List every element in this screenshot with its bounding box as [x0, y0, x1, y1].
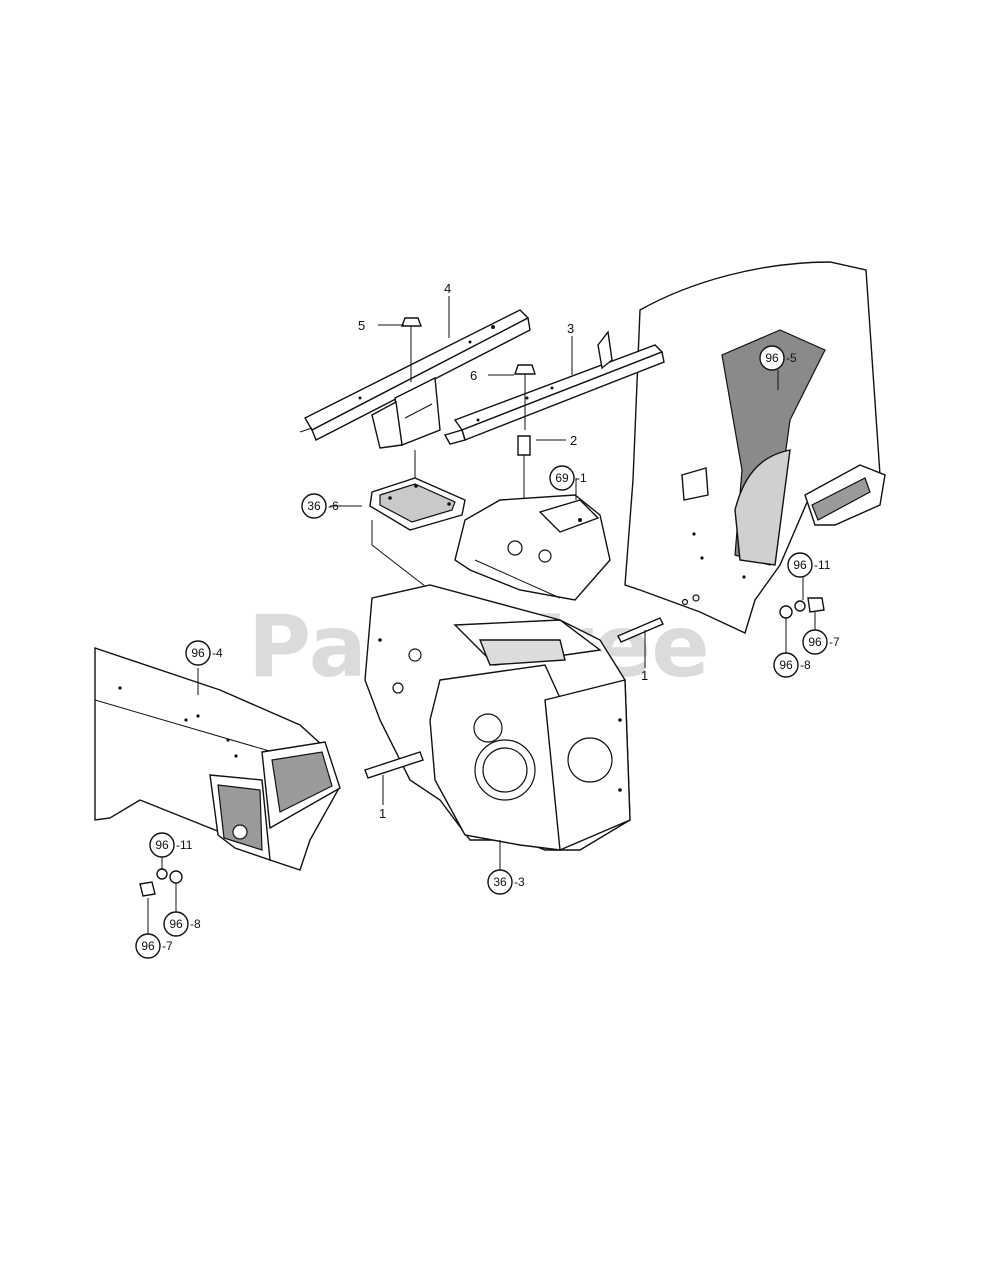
stud-1-left	[364, 751, 424, 805]
callout-suffix: -6	[328, 499, 339, 513]
callout-number: 36	[493, 875, 507, 889]
callout-suffix: -8	[800, 658, 811, 672]
callout-suffix: -7	[162, 939, 173, 953]
callout-number: 96	[141, 939, 155, 953]
left-hardware	[139, 857, 183, 935]
bolt-5	[400, 317, 423, 382]
callout-96-11-right: 96 -11	[787, 552, 831, 578]
label-1-left: 1	[379, 806, 386, 821]
callout-number: 69	[555, 471, 569, 485]
frame-rail-3	[443, 330, 665, 445]
part-labels: 4 5 3 6 2 1 1	[358, 281, 648, 821]
callout-36-3: 36 -3	[487, 869, 525, 895]
stud-1-right	[617, 617, 664, 668]
crankcase-36-3	[364, 584, 631, 852]
frame-rail-4	[299, 309, 531, 449]
label-6: 6	[470, 368, 477, 383]
callout-96-8-right: 96 -8	[773, 652, 811, 678]
label-1-right: 1	[641, 668, 648, 683]
callout-suffix: -7	[829, 635, 840, 649]
callout-96-4: 96 -4	[185, 640, 223, 666]
callout-number: 96	[779, 658, 793, 672]
callout-number: 96	[191, 646, 205, 660]
callout-36-6: 36 -6	[301, 493, 339, 519]
bolt-6	[514, 364, 536, 430]
callout-suffix: -8	[190, 917, 201, 931]
cylinder-head-69-1	[454, 494, 611, 601]
callout-96-7-right: 96 -7	[802, 629, 840, 655]
right-hardware	[779, 577, 825, 656]
callout-96-5: 96 -5	[759, 345, 797, 371]
callout-number: 96	[169, 917, 183, 931]
callout-96-8-left: 96 -8	[163, 911, 201, 937]
callout-suffix: -11	[176, 838, 193, 852]
label-3: 3	[567, 321, 574, 336]
callout-69-1: 69 -1	[549, 465, 587, 491]
label-5: 5	[358, 318, 365, 333]
callout-96-7-left: 96 -7	[135, 933, 173, 959]
callout-suffix: -3	[514, 875, 525, 889]
callout-number: 96	[808, 635, 822, 649]
label-4: 4	[444, 281, 451, 296]
callout-suffix: -1	[576, 471, 587, 485]
callout-96-11-left: 96 -11	[149, 832, 193, 858]
callout-number: 96	[155, 838, 169, 852]
callout-number: 96	[765, 351, 779, 365]
callout-suffix: -5	[786, 351, 797, 365]
callout-suffix: -11	[814, 558, 831, 572]
left-fender	[94, 647, 341, 871]
callout-number: 96	[793, 558, 807, 572]
leader-lines	[197, 296, 779, 870]
label-2: 2	[570, 433, 577, 448]
right-fender	[624, 261, 886, 634]
collar-2	[517, 435, 531, 500]
rear-cover-36-6	[369, 450, 466, 591]
callout-number: 36	[307, 499, 321, 513]
callout-suffix: -4	[212, 646, 223, 660]
